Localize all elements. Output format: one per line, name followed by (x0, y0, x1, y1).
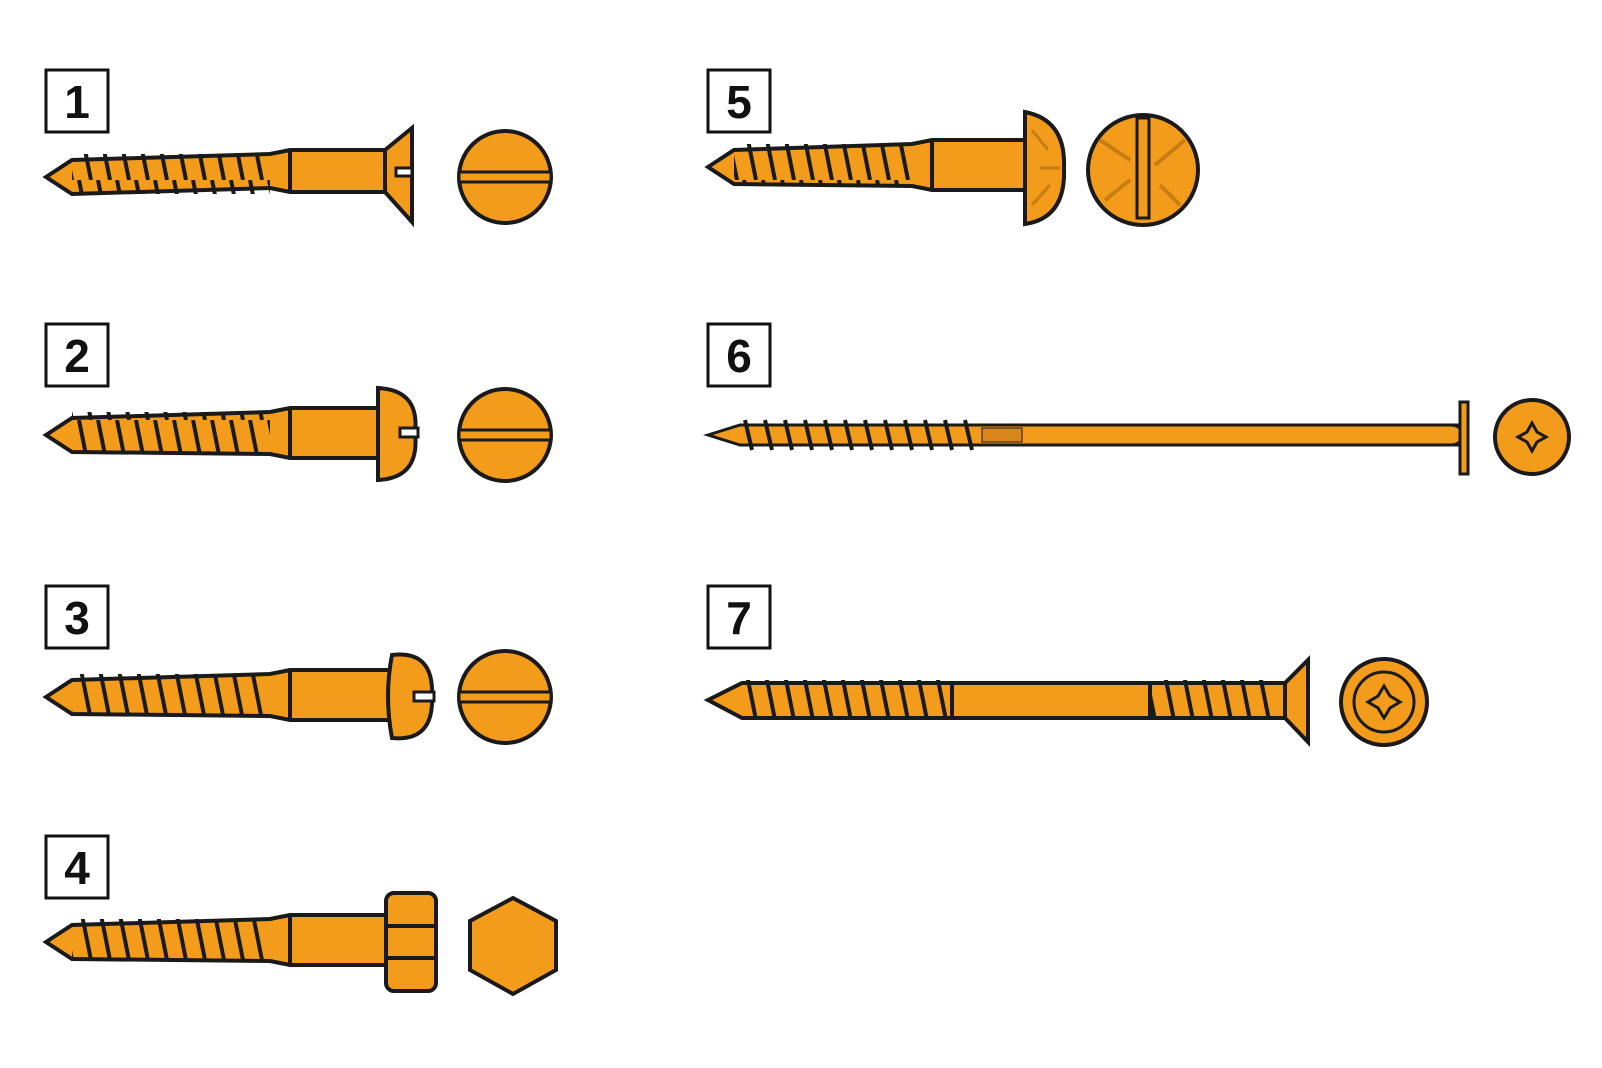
screw-6: 6 (702, 322, 1571, 476)
number-label-4: 4 (64, 842, 90, 894)
number-label-7: 7 (726, 592, 752, 644)
screw-4: 4 (42, 834, 558, 997)
number-badge-6: 6 (706, 322, 772, 388)
number-label-1: 1 (64, 76, 90, 128)
number-badge-4: 4 (44, 834, 110, 900)
screw-3: 3 (42, 584, 553, 745)
slotted-icon (457, 387, 553, 483)
torx-icon (1339, 657, 1429, 747)
screw-side-view-1 (42, 123, 414, 228)
number-label-5: 5 (726, 76, 752, 128)
number-badge-5: 5 (706, 68, 772, 134)
number-badge-2: 2 (44, 322, 110, 388)
number-label-3: 3 (64, 592, 90, 644)
slotted-icon (1086, 113, 1200, 227)
screw-side-view-7 (703, 655, 1310, 747)
slotted-icon (457, 649, 553, 745)
number-badge-3: 3 (44, 584, 110, 650)
number-label-6: 6 (726, 330, 752, 382)
screw-side-view-6 (702, 400, 1470, 476)
screw-7: 7 (703, 584, 1429, 747)
screw-1: 1 (42, 68, 553, 228)
screw-side-view-5 (704, 109, 1067, 227)
hexagon-icon (468, 895, 558, 997)
screw-side-view-3 (42, 652, 436, 741)
screw-2: 2 (42, 322, 553, 483)
torx-icon (1493, 398, 1571, 476)
number-badge-1: 1 (44, 68, 110, 134)
number-label-2: 2 (64, 330, 90, 382)
screw-side-view-4 (42, 891, 438, 993)
screw-side-view-2 (42, 385, 420, 483)
screw-5: 5 (704, 68, 1200, 227)
number-badge-7: 7 (706, 584, 772, 650)
slotted-icon (457, 129, 553, 225)
